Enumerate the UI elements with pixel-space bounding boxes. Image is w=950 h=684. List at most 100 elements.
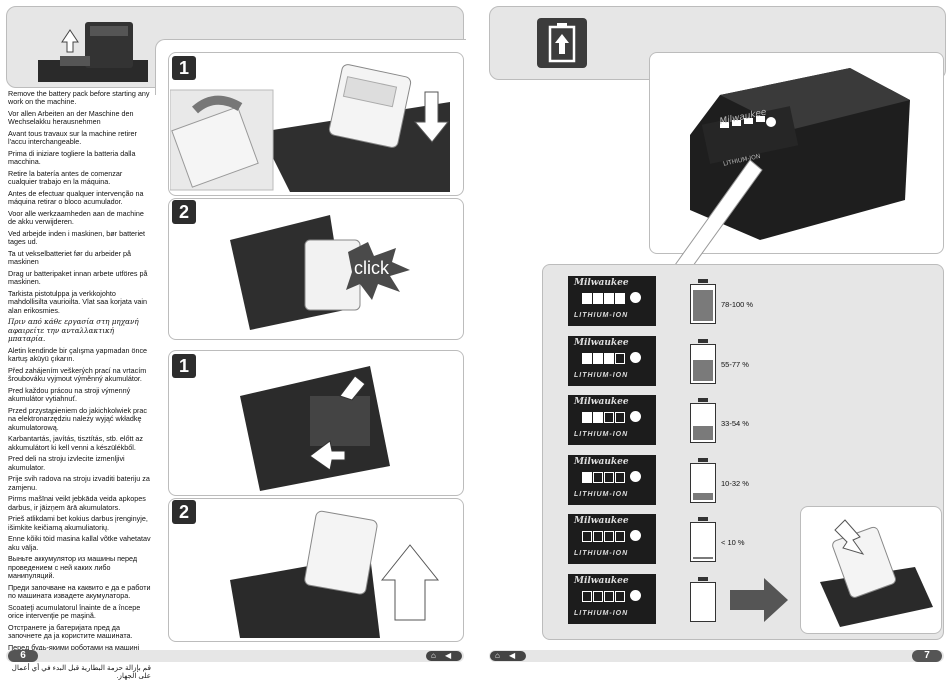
step-number-1b: 1 xyxy=(172,354,196,378)
instruction-text: Enne kõiki töid masina kallal võtke vahe… xyxy=(8,534,151,552)
led-segment xyxy=(582,472,592,483)
instruction-text: Avant tous travaux sur la machine retire… xyxy=(8,129,137,147)
led-segment xyxy=(604,591,614,602)
back-arrow-icon[interactable]: ◀ xyxy=(445,651,452,660)
led-segment xyxy=(615,293,625,304)
step-1-remove-illustration xyxy=(170,64,450,192)
charge-percent-label: 55-77 % xyxy=(721,360,749,369)
instruction-text: Отстранете ја батеријата пред да започне… xyxy=(8,622,133,641)
right-nav-buttons: ⌂ ◀ xyxy=(490,651,526,661)
charge-percent-label: 10-32 % xyxy=(721,479,749,488)
led-segment xyxy=(604,412,614,423)
battery-level-icon xyxy=(690,517,716,562)
led-segment xyxy=(582,531,592,542)
product-text: LITHIUM-ION xyxy=(574,491,629,498)
battery-pack-illustration: Milwaukee LITHIUM-ION xyxy=(690,68,910,240)
instruction-text: Prieš atlikdami bet kokius darbus įrengi… xyxy=(8,514,148,532)
led-segment xyxy=(615,531,625,542)
battery-level-icon xyxy=(690,458,716,503)
instruction-text: Ved arbejde inden i maskinen, bør batter… xyxy=(8,229,146,247)
battery-fill xyxy=(693,493,713,500)
home-icon[interactable]: ⌂ xyxy=(495,651,500,660)
fuel-gauge-button-icon xyxy=(630,471,641,482)
led-segment xyxy=(593,293,603,304)
left-page-number: 6 xyxy=(8,650,38,662)
battery-fill xyxy=(693,360,713,381)
instruction-text: Πριν από κάθε εργασία στη μηχανή αφαιρεί… xyxy=(8,317,139,344)
led-segment xyxy=(615,472,625,483)
product-text: LITHIUM-ION xyxy=(574,372,629,379)
fuel-gauge-button-icon xyxy=(630,590,641,601)
led-segment xyxy=(593,472,603,483)
instruction-text: Przed przystąpieniem do jakichkolwiek pr… xyxy=(8,405,148,432)
charger-illustration xyxy=(820,519,933,627)
led-segment xyxy=(604,293,614,304)
instruction-text: Drag ur batteripaket innan arbete utföre… xyxy=(8,269,148,287)
battery-cap xyxy=(698,517,708,521)
battery-level-icon xyxy=(690,577,716,622)
battery-fill xyxy=(693,557,713,559)
brand-text: Milwaukee xyxy=(574,397,629,407)
click-label: click xyxy=(354,258,389,278)
brand-text: Milwaukee xyxy=(574,576,629,586)
battery-removal-illustration xyxy=(38,22,148,82)
product-text: LITHIUM-ION xyxy=(574,312,629,319)
led-segment xyxy=(593,353,603,364)
instruction-text: Преди започване на каквито е да е работи… xyxy=(8,582,151,601)
charge-percent-label: 33-54 % xyxy=(721,419,749,428)
instruction-text: Karbantartás, javítás, tisztítás, stb. e… xyxy=(8,434,144,452)
battery-cap xyxy=(698,458,708,462)
step-2-click-illustration xyxy=(230,215,410,330)
instruction-text: Выньте аккумулятор из машины перед прове… xyxy=(8,554,138,581)
led-segment xyxy=(593,412,603,423)
battery-cap xyxy=(698,339,708,343)
battery-level-icon xyxy=(690,339,716,384)
step-2-insert-illustration xyxy=(230,510,440,638)
step-number-2b: 2 xyxy=(172,500,196,524)
instruction-text: Před zahájením veškerých prací na vrtací… xyxy=(8,365,147,384)
brand-text: Milwaukee xyxy=(574,338,629,348)
battery-fill xyxy=(693,290,713,321)
left-nav-buttons: ⌂ ◀ xyxy=(426,651,462,661)
led-segment xyxy=(582,353,592,364)
instruction-text: Ta ut vekselbatteriet før du arbeider på… xyxy=(8,249,132,267)
charge-percent-label: < 10 % xyxy=(721,538,745,547)
battery-cap xyxy=(698,398,708,402)
pointer-line xyxy=(674,159,763,271)
led-segment xyxy=(615,412,625,423)
warning-text-column: Remove the battery pack before starting … xyxy=(8,89,151,684)
instruction-text: Prije svih radova na stroju izvaditi bat… xyxy=(8,474,150,492)
led-segment xyxy=(604,353,614,364)
instruction-text: قم بإزالة حزمة البطارية قبل البدء في أي … xyxy=(11,662,151,681)
battery-charge-icon xyxy=(537,18,587,68)
led-segment xyxy=(582,412,592,423)
instruction-text: Aletin kendinde bir çalışma yapmadan önc… xyxy=(8,345,148,364)
instruction-text: Tarkista pistotulppa ja verkkojohto mahd… xyxy=(8,289,148,315)
home-icon[interactable]: ⌂ xyxy=(431,651,436,660)
led-segment xyxy=(582,591,592,602)
instruction-text: Scoateţi acumulatorul înainte de a încep… xyxy=(8,602,141,621)
instruction-text: Vor allen Arbeiten an der Maschine den W… xyxy=(8,109,134,127)
led-segment xyxy=(593,591,603,602)
instruction-text: Pred deli na stroju izvlecite izmenljivi… xyxy=(8,454,125,472)
instruction-text: Pirms mašīnai veikt jebkāda veida apkope… xyxy=(8,494,146,512)
instruction-text: Remove the battery pack before starting … xyxy=(8,89,150,107)
back-arrow-icon[interactable]: ◀ xyxy=(509,651,516,660)
brand-text: Milwaukee xyxy=(574,516,629,526)
brand-text: Milwaukee xyxy=(574,278,629,288)
instruction-text: Voor alle werkzaamheden aan de machine d… xyxy=(8,209,144,227)
product-text: LITHIUM-ION xyxy=(574,610,629,617)
led-segment xyxy=(593,531,603,542)
step-number-1a: 1 xyxy=(172,56,196,80)
right-footer-bar xyxy=(489,650,944,662)
instruction-text: Antes de efectuar qualquer intervenção n… xyxy=(8,189,144,207)
instruction-text: Retire la batería antes de comenzar cual… xyxy=(8,169,123,187)
led-segment xyxy=(615,353,625,364)
fuel-gauge-button-icon xyxy=(630,352,641,363)
fuel-gauge-button-icon xyxy=(630,530,641,541)
led-segment xyxy=(615,591,625,602)
